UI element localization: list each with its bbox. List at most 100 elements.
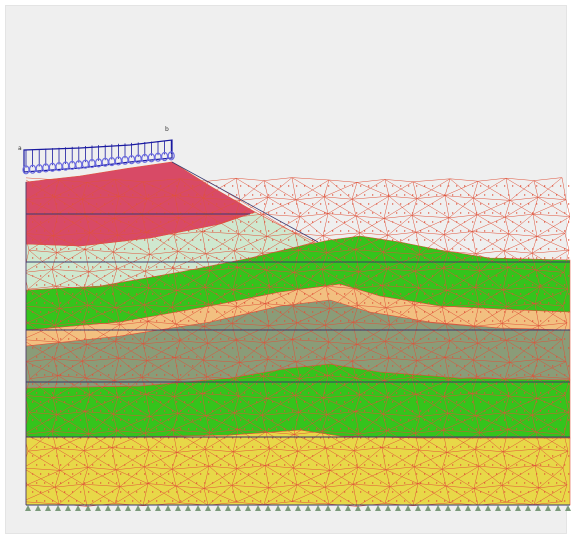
mesh-node	[83, 482, 86, 484]
mesh-node	[211, 464, 214, 466]
mesh-edge	[82, 484, 88, 507]
mesh-edge	[296, 322, 330, 343]
mesh-node	[367, 419, 370, 421]
mesh-edge	[323, 341, 330, 359]
mesh-node	[515, 446, 518, 448]
mesh-node	[63, 455, 66, 457]
mesh-node	[511, 491, 514, 493]
mesh-node	[155, 482, 158, 484]
mesh-edge	[353, 288, 359, 306]
mesh-edge	[26, 414, 58, 434]
mesh-edge	[351, 182, 358, 200]
mesh-edge	[504, 362, 511, 380]
mesh-edge	[201, 376, 208, 394]
mesh-node	[483, 482, 486, 484]
mesh-node	[359, 401, 362, 403]
mesh-node	[211, 446, 214, 448]
mesh-edge	[297, 447, 327, 452]
mesh-node	[171, 428, 174, 430]
mesh-node	[123, 320, 126, 322]
mesh-edge	[324, 325, 330, 343]
mesh-edge	[415, 393, 445, 397]
mesh-edge	[533, 180, 539, 198]
mesh-node	[555, 356, 558, 358]
mesh-node	[527, 311, 530, 313]
mesh-node	[127, 239, 130, 241]
fixity-support	[485, 505, 491, 511]
mesh-edge	[298, 397, 324, 413]
mesh-node	[443, 284, 446, 286]
mesh-edge	[26, 196, 55, 201]
mesh-node	[487, 239, 490, 241]
mesh-node	[179, 284, 182, 286]
mesh-edge	[473, 323, 503, 327]
mesh-node	[479, 437, 482, 439]
mesh-node	[71, 455, 74, 457]
mesh-node	[75, 338, 78, 340]
mesh-edge	[564, 216, 570, 234]
mesh-node	[543, 203, 546, 205]
mesh-node	[459, 338, 462, 340]
mesh-node	[39, 401, 42, 403]
mesh-node	[151, 203, 154, 205]
mesh-node	[487, 437, 490, 439]
mesh-node	[567, 293, 570, 295]
mesh-node	[263, 257, 266, 259]
mesh-edge	[381, 285, 420, 289]
mesh-node	[299, 248, 302, 250]
mesh-edge	[477, 180, 511, 201]
mesh-edge	[231, 323, 270, 327]
mesh-edge	[26, 486, 56, 501]
mesh-edge	[387, 377, 413, 398]
mesh-edge	[26, 177, 60, 181]
mesh-node	[259, 356, 262, 358]
mesh-node	[51, 194, 54, 196]
mesh-edge	[539, 448, 569, 452]
mesh-node	[271, 455, 274, 457]
mesh-edge	[472, 359, 478, 377]
mesh-node	[347, 194, 350, 196]
mesh-node	[99, 428, 102, 430]
mesh-node	[79, 491, 82, 493]
mesh-node	[563, 482, 566, 484]
mesh-node	[347, 446, 350, 448]
mesh-edge	[298, 411, 328, 415]
mesh-node	[259, 284, 262, 286]
mesh-node	[519, 401, 522, 403]
mesh-node	[275, 482, 278, 484]
mesh-node	[383, 311, 386, 313]
mesh-node	[559, 221, 562, 223]
mesh-node	[407, 185, 410, 187]
mesh-node	[547, 230, 550, 232]
mesh-node	[487, 383, 490, 385]
mesh-node	[479, 347, 482, 349]
mesh-node	[563, 284, 566, 286]
mesh-node	[235, 320, 238, 322]
mesh-node	[467, 284, 470, 286]
mesh-edge	[413, 466, 443, 470]
mesh-node	[131, 230, 134, 232]
mesh-node	[379, 500, 382, 502]
mesh-edge	[507, 414, 533, 430]
mesh-node	[103, 257, 106, 259]
mesh-edge	[473, 304, 480, 327]
mesh-node	[267, 482, 270, 484]
mesh-node	[327, 275, 330, 277]
mesh-node	[411, 464, 414, 466]
mesh-node	[367, 293, 370, 295]
mesh-node	[55, 365, 58, 367]
mesh-node	[475, 284, 478, 286]
mesh-node	[299, 374, 302, 376]
mesh-node	[203, 356, 206, 358]
mesh-node	[391, 311, 394, 313]
fixity-support	[225, 505, 231, 511]
mesh-node	[179, 428, 182, 430]
mesh-node	[507, 302, 510, 304]
mesh-edge	[239, 342, 265, 363]
mesh-node	[515, 284, 518, 286]
mesh-node	[567, 365, 570, 367]
mesh-edge	[85, 215, 91, 233]
mesh-edge	[383, 198, 418, 219]
mesh-node	[507, 266, 510, 268]
mesh-edge	[501, 485, 540, 489]
